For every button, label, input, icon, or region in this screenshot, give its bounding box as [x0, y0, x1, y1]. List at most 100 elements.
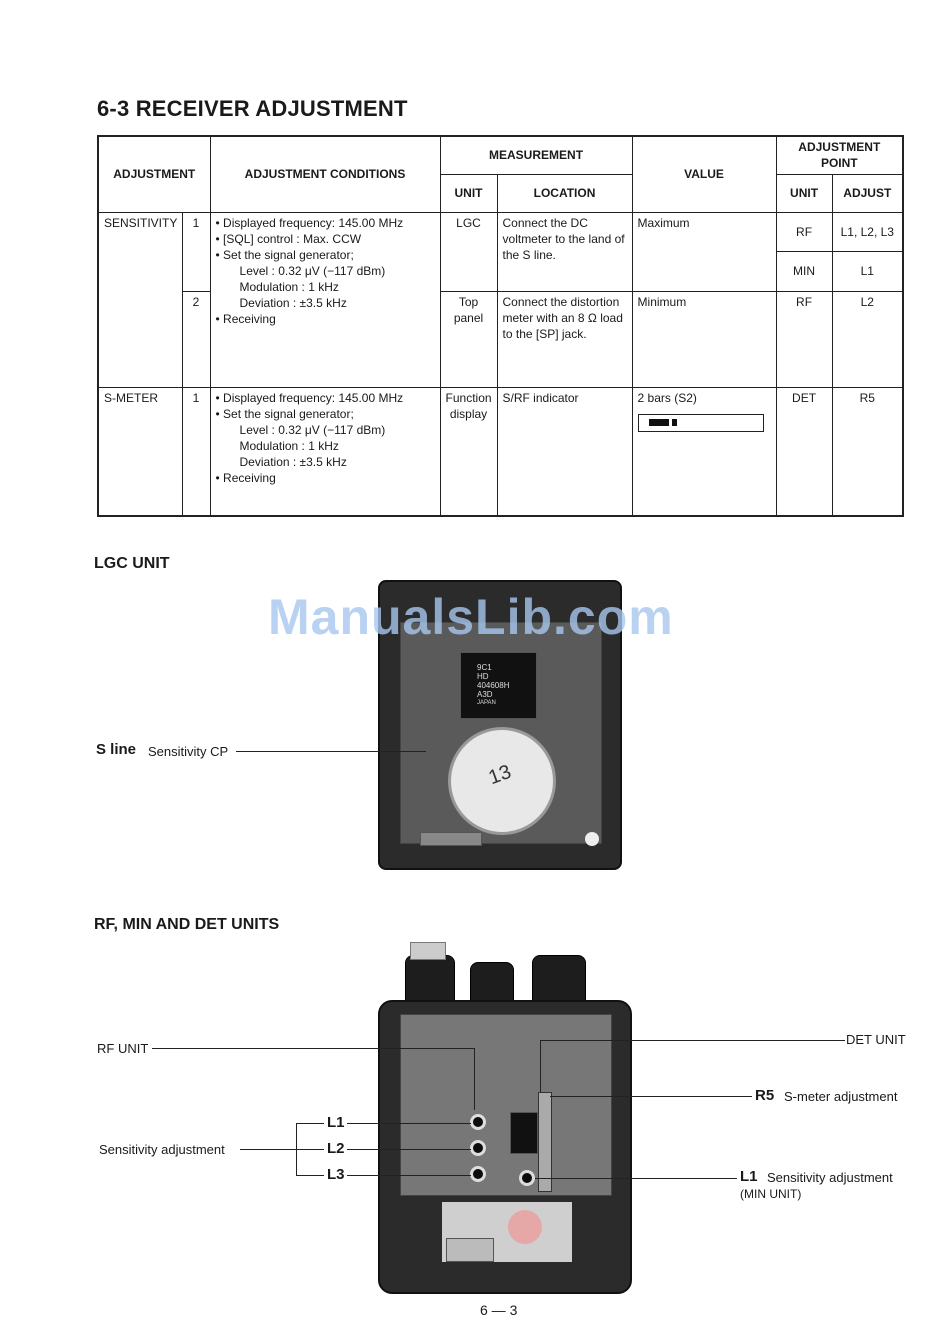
- rf-chip: [510, 1112, 538, 1154]
- page-number: 6 — 3: [480, 1302, 518, 1318]
- l3-leader: [347, 1175, 471, 1176]
- cond-line: Deviation : ±3.5 kHz: [239, 295, 347, 310]
- cond-line: Modulation : 1 kHz: [239, 439, 339, 454]
- row-smeter-conditions: • Displayed frequency: 145.00 MHz • Set …: [209, 387, 441, 517]
- rf-pcb: [400, 1014, 612, 1196]
- row-sensitivity-step1: 1: [181, 211, 211, 292]
- rf-units-title: RF, MIN AND DET UNITS: [94, 916, 280, 933]
- r5-desc: S-meter adjustment: [784, 1089, 898, 1104]
- rf-unit-leader-v: [474, 1048, 475, 1110]
- cond-line: • Receiving: [215, 311, 276, 326]
- cond-line: • Set the signal generator;: [215, 407, 354, 422]
- r5-label: R5: [755, 1087, 775, 1104]
- s-meter-bar-1: [648, 419, 669, 427]
- row-sens1a-point-unit: RF: [775, 211, 833, 252]
- lgc-speaker: 13: [448, 727, 556, 835]
- sens-adj-leader: [240, 1149, 324, 1150]
- s-line-label: S line: [96, 741, 137, 758]
- section-title: 6-3 RECEIVER ADJUSTMENT: [97, 96, 408, 121]
- s-line-leader: [236, 751, 426, 752]
- rf-unit-label: RF UNIT: [97, 1041, 149, 1056]
- rf-units-photo: [378, 1000, 632, 1294]
- l3-bracket: [296, 1175, 324, 1176]
- row-smeter-point-unit: DET: [775, 387, 833, 517]
- header-measurement: MEASUREMENT: [439, 135, 633, 175]
- row-sens2-point-unit: RF: [775, 290, 833, 389]
- cond-line: • Receiving: [215, 471, 276, 486]
- rf-unit-leader: [152, 1048, 474, 1049]
- cond-line: Level : 0.32 μV (−117 dBm): [239, 423, 386, 438]
- coil-min-l1-icon: [519, 1170, 535, 1186]
- header-conditions: ADJUSTMENT CONDITIONS: [209, 135, 441, 213]
- header-measurement-location: LOCATION: [496, 173, 633, 213]
- row-sens1-value: Maximum: [631, 211, 777, 292]
- row-sens2-unit: Top panel: [439, 290, 498, 389]
- cond-line: • [SQL] control : Max. CCW: [215, 231, 362, 246]
- min-l1-leader: [535, 1178, 737, 1179]
- row-sens1a-point-adjust: L1, L2, L3: [831, 211, 904, 252]
- header-point-unit: UNIT: [775, 173, 833, 213]
- row-sens2-point-adjust: L2: [831, 290, 904, 389]
- l1-label: L1: [327, 1114, 345, 1131]
- row-smeter-unit: Function display: [439, 387, 498, 517]
- smeter-value-text: 2 bars (S2): [637, 391, 697, 406]
- det-unit-label: DET UNIT: [846, 1032, 906, 1047]
- row-sens1b-point-adjust: L1: [831, 250, 904, 292]
- coil-l3-icon: [470, 1166, 486, 1182]
- row-sensitivity-step2: 2: [181, 290, 211, 389]
- watermark: ManualsLib.com: [268, 589, 674, 645]
- lgc-screw-hole: [585, 832, 599, 846]
- knob-right-icon: [532, 955, 586, 1007]
- row-smeter-step1: 1: [181, 387, 211, 517]
- row-sensitivity-conditions: • Displayed frequency: 145.00 MHz • [SQL…: [209, 211, 441, 389]
- l1-leader: [347, 1123, 471, 1124]
- s-line-desc: Sensitivity CP: [148, 744, 229, 759]
- s-meter-bar-2: [671, 419, 677, 427]
- min-unit-label: (MIN UNIT): [740, 1187, 802, 1201]
- cond-line: Modulation : 1 kHz: [239, 279, 339, 294]
- row-smeter-location: S/RF indicator: [496, 387, 633, 517]
- row-sens2-location: Connect the distortion meter with an 8 Ω…: [496, 290, 633, 389]
- cond-line: Level : 0.32 μV (−117 dBm): [239, 263, 386, 278]
- cond-line: • Displayed frequency: 145.00 MHz: [215, 391, 404, 406]
- header-value: VALUE: [631, 135, 777, 213]
- speaker-label: 13: [485, 760, 515, 790]
- cond-line: Deviation : ±3.5 kHz: [239, 455, 347, 470]
- coil-l2-icon: [470, 1140, 486, 1156]
- lgc-unit-photo: 9C1 HD 404608H A3D JAPAN 13: [378, 580, 622, 870]
- row-sens1-unit: LGC: [439, 211, 498, 292]
- r5-leader: [550, 1096, 752, 1097]
- min-l1-desc: Sensitivity adjustment: [767, 1170, 893, 1185]
- chip-text: A3D: [477, 690, 493, 699]
- chip-text: JAPAN: [477, 700, 496, 706]
- lgc-connector: [420, 832, 482, 846]
- header-measurement-unit: UNIT: [439, 173, 498, 213]
- header-point-adjust: ADJUST: [831, 173, 904, 213]
- chip-text: 9C1: [477, 663, 492, 672]
- l2-leader: [347, 1149, 471, 1150]
- det-unit-leader: [540, 1040, 845, 1041]
- lgc-main-chip: 9C1 HD 404608H A3D JAPAN: [460, 652, 537, 719]
- header-adjustment: ADJUSTMENT: [97, 135, 211, 213]
- coil-l1-icon: [470, 1114, 486, 1130]
- row-smeter-name: S-METER: [97, 387, 183, 517]
- antenna-connector-icon: [410, 942, 446, 960]
- row-sensitivity-name: SENSITIVITY: [97, 211, 183, 389]
- min-l1-label: L1: [740, 1168, 758, 1185]
- row-sens1-location: Connect the DC voltmeter to the land of …: [496, 211, 633, 292]
- row-sens1b-point-unit: MIN: [775, 250, 833, 292]
- row-smeter-point-adjust: R5: [831, 387, 904, 517]
- l3-label: L3: [327, 1166, 345, 1183]
- row-smeter-value: 2 bars (S2): [631, 387, 777, 517]
- rf-connector: [446, 1238, 494, 1262]
- l2-label: L2: [327, 1140, 345, 1157]
- receiver-adjustment-table: ADJUSTMENT ADJUSTMENT CONDITIONS MEASURE…: [97, 135, 905, 517]
- sens-adj-label: Sensitivity adjustment: [99, 1142, 225, 1157]
- chip-text: HD: [477, 672, 489, 681]
- s-meter-indicator: [637, 414, 764, 433]
- header-adjustment-point: ADJUSTMENT POINT: [775, 135, 904, 175]
- det-unit-board: [538, 1092, 552, 1192]
- knob-left-icon: [405, 955, 455, 1007]
- chip-text: 404608H: [477, 681, 510, 690]
- cond-line: • Set the signal generator;: [215, 247, 354, 262]
